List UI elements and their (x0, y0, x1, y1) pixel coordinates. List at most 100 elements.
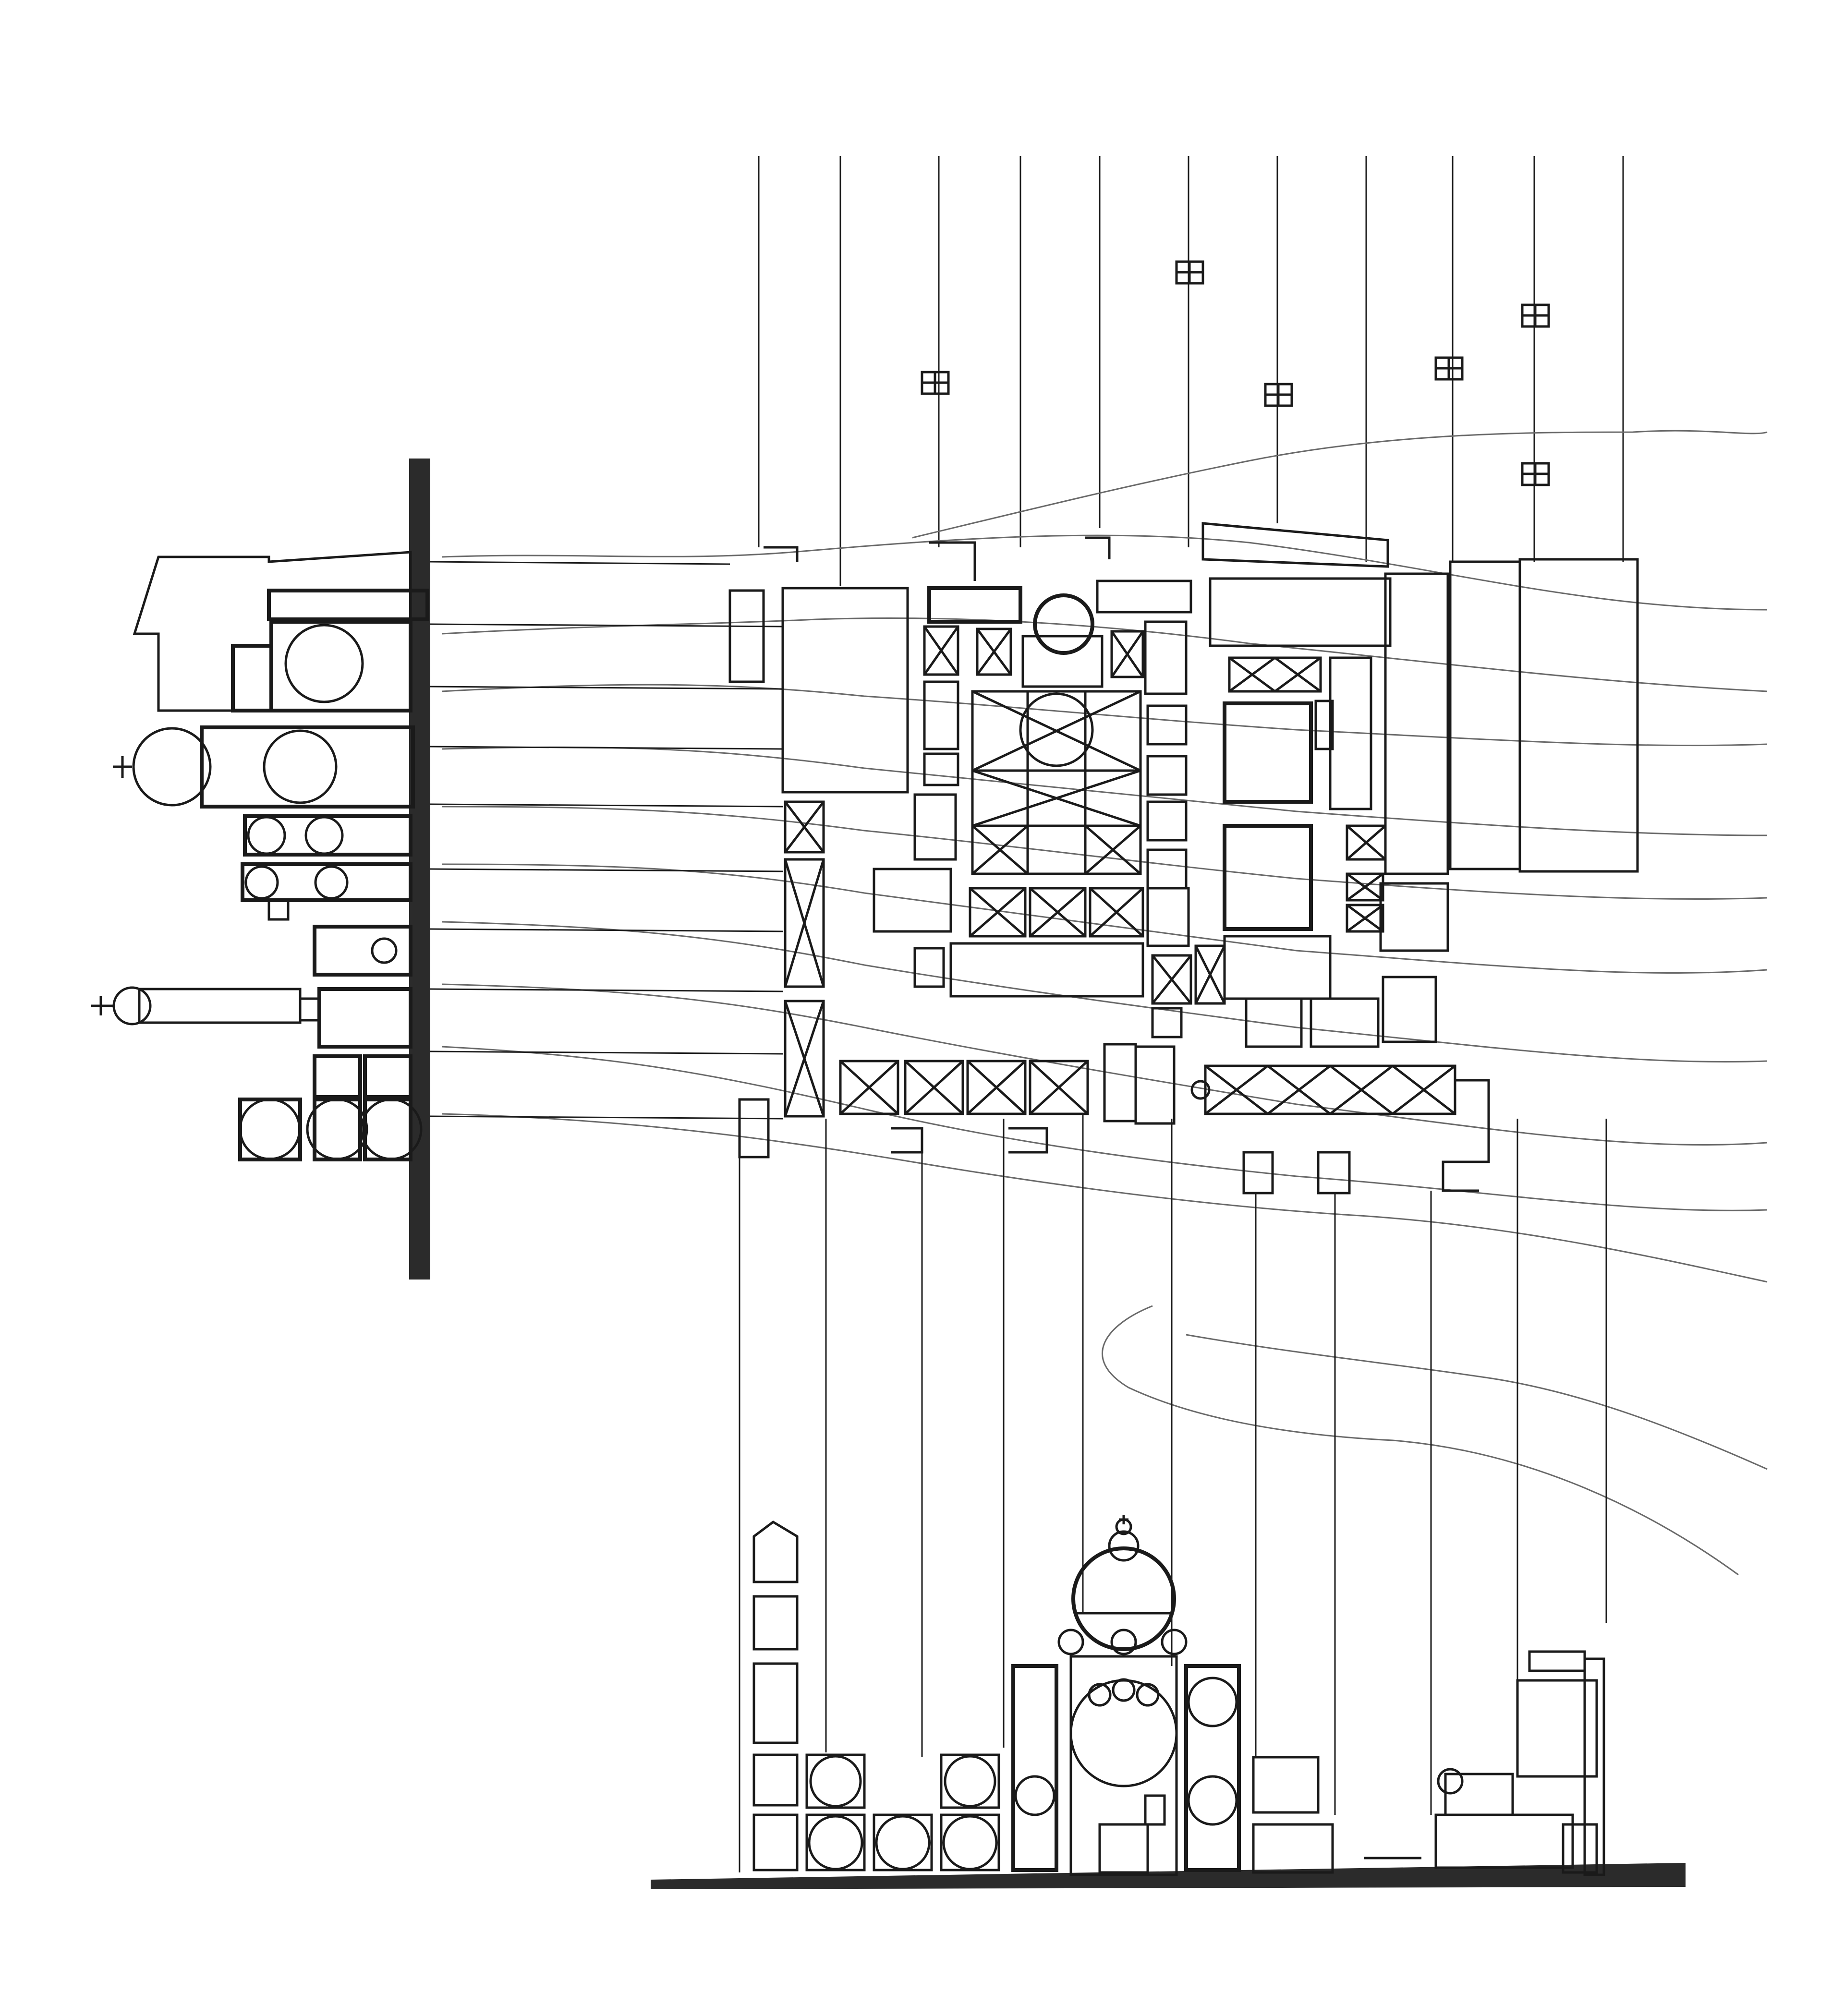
south-arcade (1190, 1064, 1490, 1192)
contour-line (441, 746, 1768, 836)
plan-room (1223, 824, 1313, 931)
plan-room (1329, 656, 1372, 810)
plan-room (1134, 1045, 1176, 1125)
plan-block (1096, 579, 1192, 614)
contour-lines (441, 430, 1768, 1576)
contour-line (441, 863, 1768, 974)
plan-block (927, 586, 1022, 624)
plan-room (1310, 997, 1380, 1048)
plan-dome (1033, 593, 1094, 655)
crossed-bay (976, 628, 1012, 676)
window-marker (1434, 356, 1464, 381)
plan-room (1223, 935, 1332, 1000)
plan-room (1146, 755, 1188, 796)
plan-room (1379, 882, 1449, 952)
plan-room (949, 942, 1144, 998)
plan-block (1209, 577, 1392, 647)
window-marker (1175, 260, 1204, 285)
contour-line (912, 430, 1768, 539)
bottom-elevation (651, 1515, 1686, 1889)
site-plan (728, 522, 1639, 1195)
plan-room (1103, 1043, 1137, 1123)
window-marker (1264, 383, 1293, 407)
plan-room (1242, 1151, 1274, 1195)
projection-lines-top (758, 156, 1624, 586)
elevation-bays (752, 1515, 1605, 1876)
elevation-wing (138, 988, 302, 1024)
elevation-block (241, 862, 412, 902)
plan-room (923, 752, 959, 786)
elevation-block (243, 814, 412, 857)
plan-room (913, 947, 945, 988)
crossed-bay (1346, 824, 1387, 861)
contour-line (441, 617, 1768, 692)
crossed-bay (1151, 954, 1192, 1005)
projection-lines-bottom (739, 1114, 1607, 1872)
plan-room (1384, 572, 1449, 875)
crossed-bays (784, 625, 1387, 1118)
crossed-bay (1346, 904, 1384, 933)
plan-room (913, 793, 957, 861)
elevation-block (267, 589, 429, 621)
plan-room (873, 868, 952, 933)
plan-room (1146, 800, 1188, 842)
crossed-bay (1346, 872, 1384, 902)
dome-circle (263, 729, 338, 804)
window-marker (1521, 462, 1550, 486)
window-marker (921, 371, 950, 395)
contour-line (441, 1113, 1768, 1283)
plan-dome (1019, 692, 1094, 767)
contour-line (441, 983, 1768, 1146)
elevation-block (231, 644, 273, 712)
contour-line (441, 921, 1768, 1063)
contour-line (441, 534, 1768, 611)
plan-room (1146, 848, 1188, 890)
window-marker (1521, 303, 1550, 328)
plan-room (1245, 997, 1303, 1048)
elevation-block (313, 1054, 362, 1099)
crossed-bay (784, 858, 825, 988)
plan-block (781, 587, 909, 794)
elevation-block (363, 1054, 412, 1099)
elevation-block (313, 1098, 362, 1161)
crossed-bay (1089, 887, 1144, 938)
crossed-bay (1029, 887, 1087, 938)
crossed-bay (784, 800, 825, 854)
contour-line (1102, 1305, 1739, 1576)
elevation-block (317, 987, 412, 1049)
elevation-block (313, 925, 412, 977)
plan-room (923, 680, 959, 750)
plan-room (1151, 1007, 1183, 1038)
plan-room (1144, 620, 1188, 695)
plan-room (1518, 558, 1639, 873)
crossed-bay (966, 1060, 1027, 1115)
window-markers (921, 260, 1550, 486)
left-elevation (91, 459, 783, 1280)
crossed-bay (839, 1060, 899, 1115)
crossed-bay (784, 1000, 825, 1118)
plan-room (1223, 701, 1313, 804)
elevation-block (200, 725, 415, 809)
central-nave (971, 690, 1142, 875)
crossed-bay (904, 1060, 964, 1115)
crossed-bay (969, 887, 1027, 938)
plan-room (1314, 700, 1334, 750)
crossed-bay (1194, 944, 1226, 1005)
plan-room (1146, 704, 1188, 746)
dome-circle (284, 624, 364, 703)
crossed-bay (923, 625, 959, 676)
plan-room (1146, 887, 1190, 947)
dome-circle (132, 727, 212, 807)
crossed-bay (1110, 630, 1144, 678)
crossed-bay (1228, 656, 1322, 693)
elevation-dome (1071, 1546, 1176, 1651)
projection-lines-left (430, 561, 783, 1120)
contour-line (441, 1046, 1768, 1211)
crossed-bay (1029, 1060, 1089, 1115)
plan-room (1317, 1151, 1351, 1195)
contour-line (441, 684, 1768, 747)
contour-line (441, 806, 1768, 900)
contour-line (1186, 1334, 1768, 1470)
plan-room (1382, 976, 1437, 1043)
